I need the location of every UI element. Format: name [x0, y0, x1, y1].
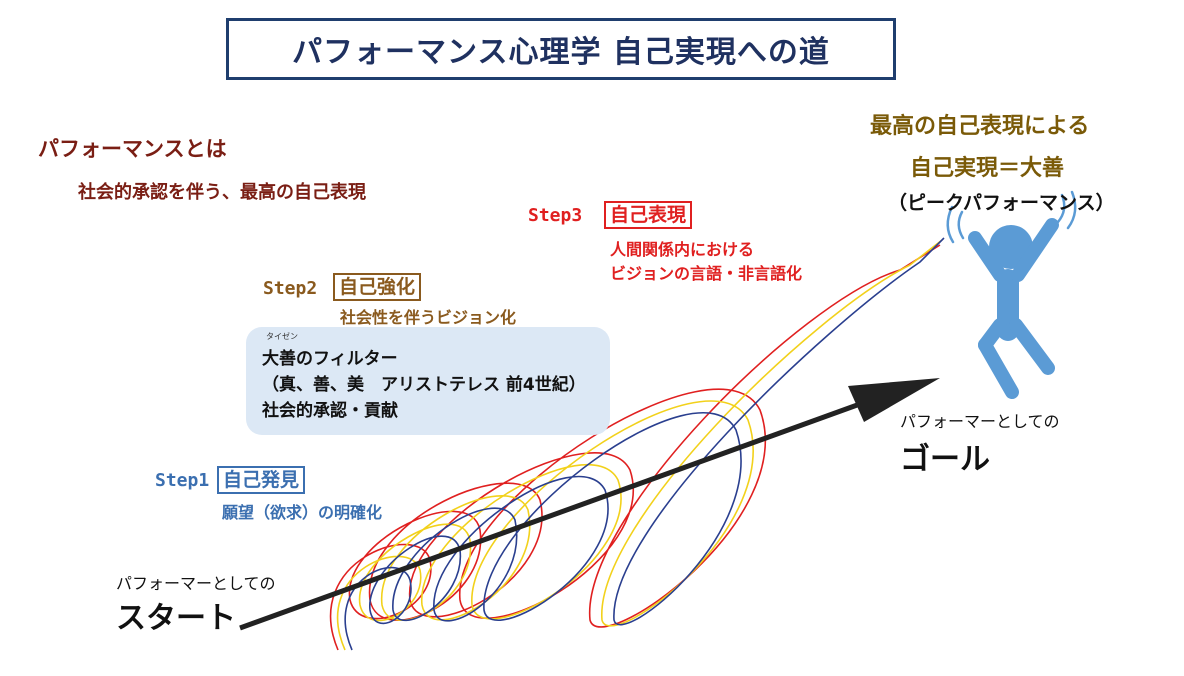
step2-name: 自己強化 — [333, 273, 422, 301]
step3-desc-2: ビジョンの言語・非言語化 — [610, 264, 803, 283]
goal-line-1: 最高の自己表現による — [870, 114, 1090, 139]
finish-label: ゴール — [900, 442, 990, 477]
step2-desc: 社会性を伴うビジョン化 — [340, 308, 517, 327]
filter-box — [246, 327, 610, 435]
page-title: パフォーマンス心理学 自己実現への道 — [226, 18, 896, 80]
filter-ruby: タイゼン — [266, 332, 298, 341]
step3-name: 自己表現 — [604, 201, 693, 229]
step3-label: Step3 — [528, 205, 583, 226]
definition-body: 社会的承認を伴う、最高の自己表現 — [78, 182, 366, 203]
step1-name: 自己発見 — [217, 466, 306, 494]
spiral-blue — [344, 237, 945, 651]
start-caption: パフォーマーとしての — [116, 574, 276, 593]
definition-heading: パフォーマンスとは — [38, 137, 227, 161]
filter-line-1: 大善のフィルター — [262, 349, 398, 369]
spiral-red — [329, 244, 941, 651]
finish-caption: パフォーマーとしての — [900, 412, 1060, 431]
goal-line-2: 自己実現＝大善 — [910, 156, 1065, 181]
goal-line-3: （ピークパフォーマンス） — [888, 192, 1115, 214]
step2-label: Step2 — [263, 278, 318, 299]
step3-desc-1: 人間関係内における — [610, 240, 755, 259]
start-label: スタート — [116, 601, 236, 636]
progress-arrow — [239, 378, 940, 631]
filter-line-3: 社会的承認・貢献 — [262, 401, 398, 421]
step1-label: Step1 — [155, 470, 210, 491]
step1-desc: 願望（欲求）の明確化 — [222, 503, 383, 522]
celebrating-person-icon — [946, 190, 1077, 399]
filter-line-2: （真、善、美 アリストテレス 前4世紀） — [262, 375, 586, 395]
spiral-yellow — [336, 239, 943, 651]
